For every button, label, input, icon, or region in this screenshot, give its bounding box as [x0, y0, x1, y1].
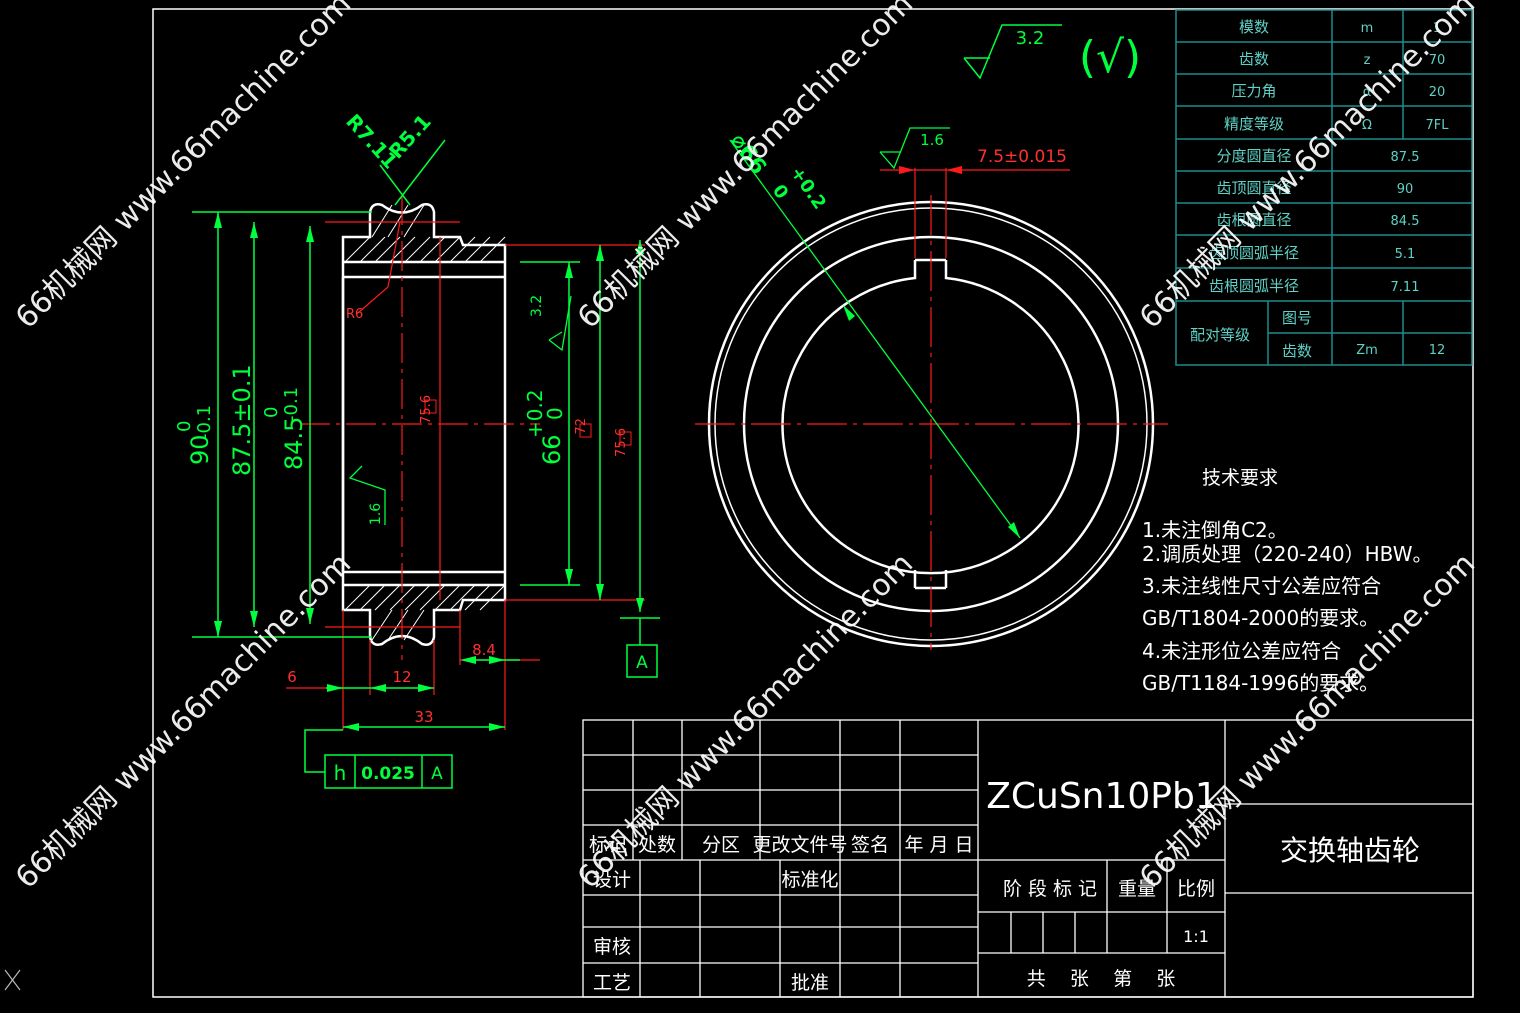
roughness-general — [963, 24, 1062, 80]
title-block-text: 标记 处数 分区 更改文件号 签名 年 月 日 设计 标准化 审核 工艺 批准 … — [589, 776, 1420, 994]
watermark-1: 66机械网 www.66machine.com — [9, 0, 358, 336]
radius-r51: R5.1 — [384, 110, 436, 164]
gt-param-4: 分度圆直径 — [1216, 147, 1291, 165]
tb-design: 设计 — [593, 869, 631, 891]
tb-standardize: 标准化 — [781, 869, 838, 891]
gt-sym-2: α — [1363, 85, 1372, 100]
gt-val-0: 1 — [1433, 21, 1441, 36]
dim-d66-tol-up: +0.2 — [523, 389, 547, 438]
dim-w33: 33 — [414, 708, 433, 726]
gt-teeth-label: 齿数 — [1282, 342, 1312, 360]
watermark-4: 66机械网 www.66machine.com — [9, 546, 358, 895]
tb-part-name: 交换轴齿轮 — [1280, 834, 1420, 867]
watermark-2: 66机械网 www.66machine.com — [571, 0, 920, 336]
tb-rev-3: 更改文件号 — [752, 834, 847, 856]
tb-scale-label: 比例 — [1177, 878, 1215, 900]
sq-756a: 75.6 — [419, 395, 434, 424]
dim-d90: 90 — [186, 434, 214, 465]
tb-stage: 阶 段 标 记 — [1003, 878, 1097, 900]
gt-param-2: 压力角 — [1231, 82, 1276, 100]
datum-a-label: A — [636, 653, 648, 673]
gt-param-7: 齿顶圆弧半径 — [1209, 244, 1299, 262]
gt-val-4: 87.5 — [1391, 150, 1420, 165]
tb-rev-4: 签名 — [851, 834, 889, 856]
gt-val-2: 20 — [1429, 85, 1446, 100]
gt-val-8: 7.11 — [1391, 280, 1420, 295]
gear-table-text: 模数 m 1 齿数 z 70 压力角 α 20 精度等级 Ω 7FL 分度圆直径… — [1190, 18, 1449, 360]
gt-pair-label: 配对等级 — [1190, 326, 1250, 344]
gt-param-5: 齿顶圆直径 — [1216, 179, 1291, 197]
dim-phi66-up: +0.2 — [786, 163, 830, 214]
tech-item-2: 3.未注线性尺寸公差应符合 — [1142, 574, 1381, 598]
gt-val-5: 90 — [1397, 182, 1414, 197]
tech-requirements: 技术要求 1.未注倒角C2。 2.调质处理（220-240）HBW。 3.未注线… — [1142, 467, 1432, 695]
dim-w6: 6 — [287, 668, 297, 686]
tb-rev-5: 年 月 日 — [904, 834, 973, 856]
dim-d875: 87.5±0.1 — [228, 364, 256, 476]
ucs-icon — [4, 969, 21, 991]
roughness-bore-left: 1.6 — [368, 503, 384, 525]
dim-d845-tol-up: 0 — [261, 407, 282, 418]
gt-val-7: 5.1 — [1395, 247, 1416, 262]
gt-drawing-no-label: 图号 — [1282, 309, 1312, 327]
gt-param-0: 模数 — [1239, 18, 1269, 36]
fcf-datum: A — [431, 764, 443, 784]
tb-approve: 批准 — [791, 972, 829, 994]
tech-item-5: GB/T1184-1996的要求。 — [1142, 671, 1379, 695]
roughness-bore-right: 3.2 — [529, 295, 545, 317]
dim-phi66-dn: 0 — [768, 181, 792, 203]
tb-scale: 1:1 — [1183, 927, 1209, 946]
dim-w84: 8.4 — [472, 641, 496, 659]
dim-w12: 12 — [392, 668, 411, 686]
tech-item-1: 2.调质处理（220-240）HBW。 — [1142, 542, 1432, 566]
dim-d845: 84.5 — [280, 417, 308, 470]
gt-val-3: 7FL — [1426, 118, 1450, 133]
tech-item-0: 1.未注倒角C2。 — [1142, 518, 1288, 542]
tb-rev-2: 分区 — [702, 834, 740, 856]
front-view: 7.5±0.015 ⌀66 +0.2 0 1.6 — [695, 127, 1168, 650]
tb-review: 审核 — [593, 936, 631, 958]
tech-item-4: 4.未注形位公差应符合 — [1142, 639, 1341, 663]
tb-weight: 重量 — [1118, 878, 1156, 900]
gt-sym-3: Ω — [1362, 118, 1372, 133]
gt-sym-0: m — [1361, 21, 1374, 36]
gt-sym-1: z — [1364, 53, 1371, 68]
tb-material: ZCuSn10Pb1 — [986, 776, 1218, 817]
tech-title: 技术要求 — [1202, 467, 1278, 489]
fcf-symbol: h — [334, 761, 347, 785]
dim-d845-tol-dn: -0.1 — [281, 387, 302, 422]
gt-teeth-sym: Zm — [1356, 343, 1378, 358]
tb-craft: 工艺 — [593, 972, 631, 994]
dim-d90-tol-up: 0 — [174, 421, 195, 432]
gt-teeth-val: 12 — [1429, 343, 1446, 358]
roughness-main: 3.2 — [1016, 28, 1045, 49]
roughness-keyway: 1.6 — [920, 131, 944, 149]
watermark-3: 66机械网 www.66machine.com — [1133, 0, 1482, 336]
tb-rev-1: 处数 — [638, 834, 676, 856]
section-view: 75.6 72 75.6 R6 — [174, 109, 660, 789]
gt-val-1: 70 — [1429, 53, 1446, 68]
tb-sheets: 共 张 第 张 — [1027, 968, 1175, 990]
dim-d90-tol-dn: -0.1 — [194, 405, 215, 440]
dim-d66: 66 — [538, 434, 566, 465]
tech-item-3: GB/T1804-2000的要求。 — [1142, 606, 1379, 630]
sq-72: 72 — [574, 418, 589, 435]
dim-key-width: 7.5±0.015 — [977, 147, 1067, 167]
gt-param-1: 齿数 — [1239, 50, 1269, 68]
gear-parameter-table — [1175, 9, 1473, 366]
dim-d66-tol-dn: 0 — [543, 407, 567, 420]
gt-param-3: 精度等级 — [1224, 115, 1284, 133]
fcf-tolerance: 0.025 — [361, 764, 415, 784]
gt-param-8: 齿根圆弧半径 — [1209, 277, 1299, 295]
title-block — [582, 719, 1474, 998]
sq-756b: 75.6 — [614, 428, 629, 457]
roughness-check: (√) — [1079, 32, 1141, 83]
radius-r6: R6 — [346, 307, 363, 322]
gt-val-6: 84.5 — [1391, 214, 1420, 229]
gt-param-6: 齿根圆直径 — [1216, 211, 1291, 229]
tb-rev-0: 标记 — [589, 834, 627, 856]
